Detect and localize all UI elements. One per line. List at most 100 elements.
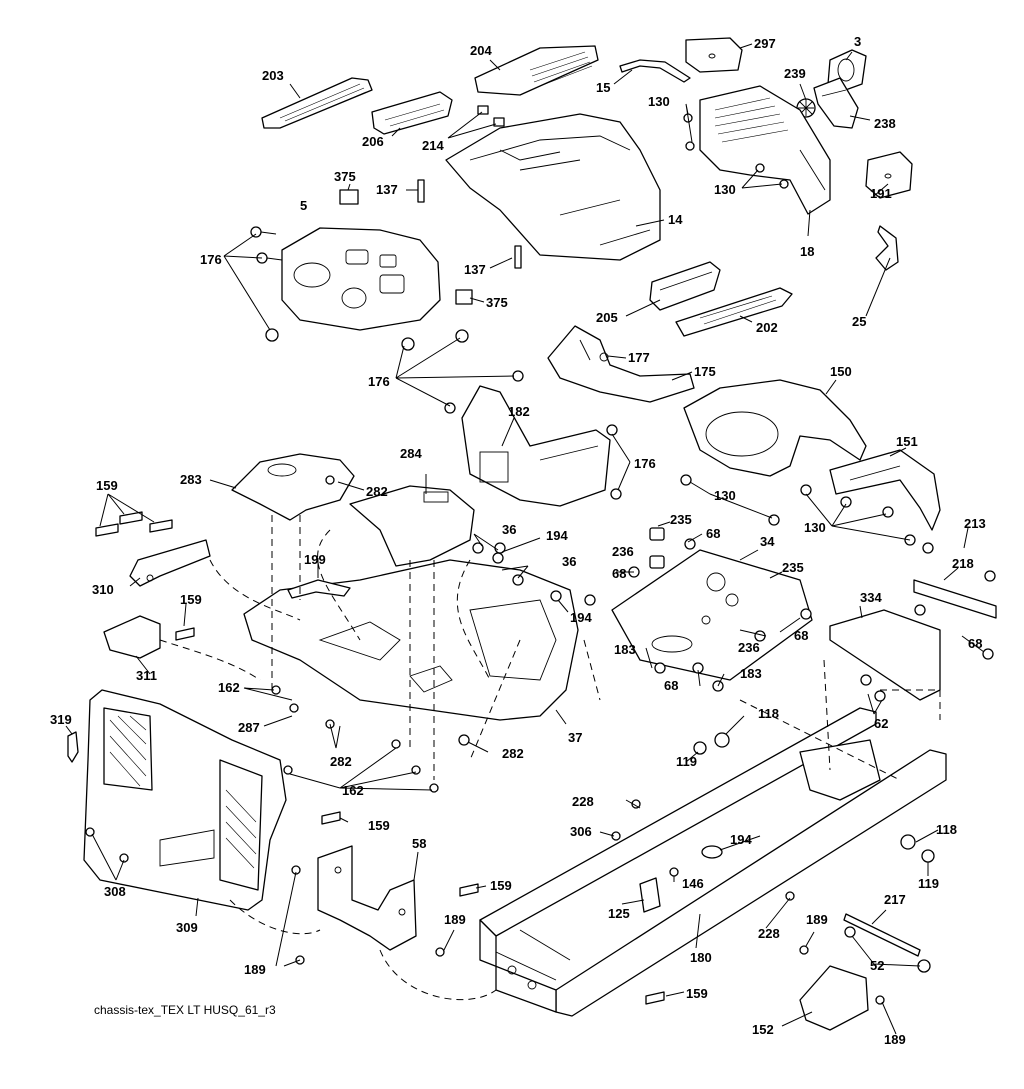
callout-306: 306 — [570, 824, 592, 839]
callout-118-a: 118 — [758, 706, 779, 721]
callout-189-c: 189 — [244, 962, 266, 977]
callout-287: 287 — [238, 720, 260, 735]
part-137-b-drawing — [514, 245, 522, 269]
part-297-drawing — [685, 37, 743, 73]
callout-235-a: 235 — [670, 512, 692, 527]
callout-206: 206 — [362, 134, 384, 149]
callout-202: 202 — [756, 320, 778, 335]
part-309-drawing — [83, 689, 287, 911]
callout-130-b: 130 — [714, 182, 736, 197]
part-206-drawing — [371, 91, 453, 135]
callout-282-a: 282 — [366, 484, 388, 499]
part-199-drawing — [287, 579, 351, 599]
callout-282-c: 282 — [330, 754, 352, 769]
callout-375-a: 375 — [334, 169, 356, 184]
callout-125: 125 — [608, 906, 630, 921]
part-218-drawing — [913, 579, 997, 619]
part-125-drawing — [639, 877, 661, 913]
part-204-drawing — [474, 45, 599, 96]
part-203-drawing — [261, 77, 373, 129]
part-34-drawing — [611, 527, 813, 681]
callout-319: 319 — [50, 712, 72, 727]
part-175-177-drawing — [547, 325, 695, 403]
callout-159-c: 159 — [368, 818, 390, 833]
callout-36-b: 36 — [562, 554, 576, 569]
callout-334: 334 — [860, 590, 882, 605]
callout-176-b: 176 — [368, 374, 390, 389]
callout-310: 310 — [92, 582, 114, 597]
part-119-b-drawing — [921, 849, 935, 863]
callout-297: 297 — [754, 36, 776, 51]
part-37-drawing — [243, 559, 579, 721]
part-118-a-drawing — [714, 732, 730, 748]
part-118-b-drawing — [900, 834, 916, 850]
part-284-drawing — [349, 485, 475, 567]
callout-130-d: 130 — [804, 520, 826, 535]
callout-14: 14 — [668, 212, 683, 227]
part-159-bolts-drawing — [95, 511, 665, 1005]
callout-3: 3 — [854, 34, 861, 49]
callout-284: 284 — [400, 446, 422, 461]
part-217-drawing — [843, 913, 921, 957]
callout-236-b: 236 — [738, 640, 760, 655]
callout-194-a: 194 — [546, 528, 568, 543]
callout-203: 203 — [262, 68, 284, 83]
callout-5: 5 — [300, 198, 307, 213]
callout-189-d: 189 — [884, 1032, 906, 1047]
callout-205: 205 — [596, 310, 618, 325]
part-311-drawing — [103, 615, 161, 659]
part-375-b-drawing — [455, 289, 473, 305]
part-14-drawing — [445, 113, 661, 261]
part-191-drawing — [865, 151, 913, 199]
callout-239: 239 — [784, 66, 806, 81]
callout-130-a: 130 — [648, 94, 670, 109]
callout-119-b: 119 — [918, 876, 939, 891]
part-238-drawing — [813, 77, 859, 129]
callout-15: 15 — [596, 80, 610, 95]
part-146-drawing — [669, 867, 679, 877]
part-319-drawing — [67, 731, 79, 763]
callout-137-a: 137 — [376, 182, 398, 197]
callout-58: 58 — [412, 836, 426, 851]
part-334-drawing — [829, 609, 941, 701]
part-15-drawing — [619, 59, 691, 83]
callout-159-d: 159 — [490, 878, 512, 893]
part-176-pins-drawing — [250, 226, 622, 500]
callout-228-a: 228 — [572, 794, 594, 809]
callout-130-c: 130 — [714, 488, 736, 503]
callout-68-b: 68 — [612, 566, 626, 581]
part-214-drawing — [477, 105, 505, 127]
callout-183-b: 183 — [740, 666, 762, 681]
part-119-a-drawing — [693, 741, 707, 755]
callout-176-c: 176 — [634, 456, 656, 471]
callout-159-e: 159 — [686, 986, 708, 1001]
callout-52: 52 — [870, 958, 884, 973]
callout-189-a: 189 — [444, 912, 466, 927]
callout-204: 204 — [470, 43, 492, 58]
callout-162-b: 162 — [342, 783, 364, 798]
callout-217: 217 — [884, 892, 906, 907]
part-137-a-drawing — [417, 179, 425, 203]
callout-238: 238 — [874, 116, 896, 131]
callout-311: 311 — [136, 668, 157, 683]
callout-68-e: 68 — [664, 678, 678, 693]
part-18-drawing — [699, 85, 831, 215]
callout-177: 177 — [628, 350, 650, 365]
callout-labels: 203 204 297 3 239 15 130 206 214 238 375… — [50, 34, 986, 1047]
part-182-drawing — [461, 385, 611, 507]
callout-182: 182 — [508, 404, 530, 419]
callout-150: 150 — [830, 364, 852, 379]
callout-118-b: 118 — [936, 822, 957, 837]
part-283-drawing — [231, 453, 355, 521]
callout-283: 283 — [180, 472, 202, 487]
part-5-drawing — [281, 227, 441, 331]
callout-308: 308 — [104, 884, 126, 899]
callout-151: 151 — [896, 434, 918, 449]
callout-180: 180 — [690, 950, 712, 965]
callout-214: 214 — [422, 138, 444, 153]
callout-189-b: 189 — [806, 912, 828, 927]
callout-68-d: 68 — [794, 628, 808, 643]
assembly-lines — [159, 515, 941, 1001]
part-152-drawing — [799, 965, 869, 1031]
part-150-drawing — [683, 379, 867, 477]
